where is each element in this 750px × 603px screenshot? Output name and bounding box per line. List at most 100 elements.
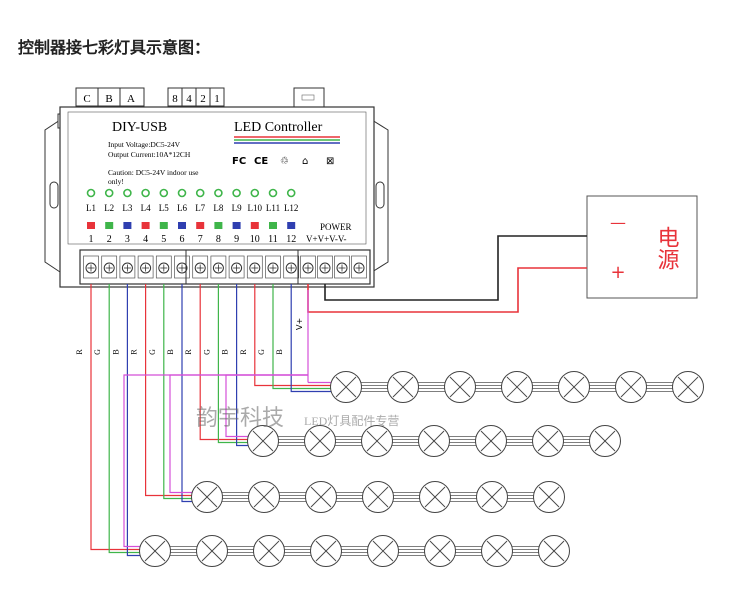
channel-color-marker [214, 222, 223, 229]
channel-color-marker [269, 222, 277, 229]
led-string-3 [191, 481, 565, 513]
dip-switch-labels: 8 4 2 1 [167, 87, 225, 107]
controller-name: LED Controller [234, 120, 323, 135]
channel-wire-6 [181, 284, 192, 503]
channel-wire-5 [163, 284, 192, 500]
power-minus-label: — [610, 213, 626, 232]
terminal-number: 7 [198, 234, 203, 245]
channel-color-marker [141, 222, 150, 229]
wire-label: G [257, 349, 266, 355]
channel-wire-2 [108, 284, 140, 554]
terminal-number: 2 [107, 234, 112, 245]
terminal-number: 9 [234, 234, 239, 245]
channel-led-6 [177, 188, 187, 198]
ce-icon: CE [254, 156, 268, 167]
wire-label: R [75, 349, 84, 355]
terminal-number: 12 [286, 234, 296, 245]
wire-label: G [202, 349, 211, 355]
power-supply: — + 电源 [586, 195, 698, 299]
fcc-icon: FC [232, 156, 246, 167]
terminal-number: 4 [143, 234, 148, 245]
channel-led-label: L7 [195, 203, 205, 213]
power-plus-label: + [610, 262, 625, 283]
power-supply-label: 电源 [654, 226, 680, 270]
channel-color-marker [87, 222, 95, 229]
switch-label-4: 4 [186, 93, 192, 105]
weee-icon: ⊠ [326, 156, 334, 167]
channel-wire-7 [199, 284, 248, 441]
vplus-wire-4 [123, 374, 308, 548]
switch-label-1: 1 [214, 93, 220, 105]
page-title: 控制器接七彩灯具示意图： [18, 38, 211, 57]
wire-label: R [239, 349, 248, 355]
power-wire-negative [324, 235, 587, 301]
channel-color-marker [196, 222, 205, 229]
channel-color-marker [178, 222, 186, 229]
terminal-number: 5 [161, 234, 166, 245]
caution-line-1: Caution: DC5-24V indoor use [108, 168, 199, 177]
channel-wire-10 [254, 284, 331, 387]
channel-wire-8 [217, 284, 248, 444]
connector-label-c: C [83, 93, 90, 105]
switch-label-2: 2 [200, 93, 206, 105]
input-voltage: Input Voltage:DC5-24V [108, 140, 181, 149]
channel-wire-3 [126, 284, 140, 557]
channel-wire-9 [236, 284, 248, 447]
wire-label: R [184, 349, 193, 355]
controller-model: DIY-USB [112, 120, 167, 135]
caution-line-2: only! [108, 177, 124, 186]
terminal-number: 3 [125, 234, 130, 245]
home-icon: ⌂ [302, 156, 308, 167]
channel-led-label: L5 [159, 203, 169, 213]
channel-led-12 [286, 188, 296, 198]
channel-led-11 [268, 188, 278, 198]
watermark-tagline: LED灯具配件专营 [304, 413, 399, 428]
channel-led-label: L2 [104, 203, 114, 213]
channel-wire-11 [272, 284, 331, 390]
channel-led-label: L4 [141, 203, 151, 213]
channel-color-marker [123, 222, 132, 229]
channel-led-4 [141, 188, 150, 198]
channel-led-7 [195, 188, 205, 198]
watermark-brand: 韵宇科技 [196, 405, 284, 430]
channel-led-9 [232, 188, 241, 198]
watermark: 韵宇科技 LED灯具配件专营 [196, 405, 399, 430]
wire-label: B [166, 349, 175, 354]
channel-led-3 [123, 188, 132, 198]
wire-label: B [111, 349, 120, 354]
channel-wire-1 [90, 284, 140, 551]
switch-label-8: 8 [172, 93, 178, 105]
channel-led-label: L3 [122, 203, 132, 213]
terminal-number: 10 [250, 234, 260, 245]
connector-label-b: B [105, 93, 112, 105]
channel-led-5 [159, 188, 169, 198]
led-string-1 [330, 371, 704, 403]
channel-led-label: L12 [284, 203, 299, 213]
channel-led-1 [86, 188, 96, 198]
connector-label-a: A [127, 93, 135, 105]
channel-wire-4 [145, 284, 192, 497]
terminal-number: 8 [216, 234, 221, 245]
wire-label: B [221, 349, 230, 354]
recycle-icon: ♲ [280, 156, 289, 167]
channel-wire-12 [290, 284, 331, 393]
channel-led-label: L11 [266, 203, 280, 213]
certification-icons: FC CE ♲ ⌂ ⊠ [232, 156, 334, 167]
terminal-number: 1 [89, 234, 94, 245]
channel-color-marker [105, 222, 114, 229]
channel-led-8 [214, 188, 223, 198]
channel-led-2 [104, 188, 114, 198]
usb-port [293, 87, 325, 109]
led-string-4 [139, 535, 570, 567]
top-connector-cba: C B A [75, 87, 145, 107]
channel-color-marker [287, 222, 296, 229]
screw-terminal-block [79, 249, 371, 285]
vplus-wire-label: V+ [295, 318, 304, 330]
channel-color-marker [250, 222, 259, 229]
wire-label: B [275, 349, 284, 354]
terminal-number: 6 [180, 234, 185, 245]
